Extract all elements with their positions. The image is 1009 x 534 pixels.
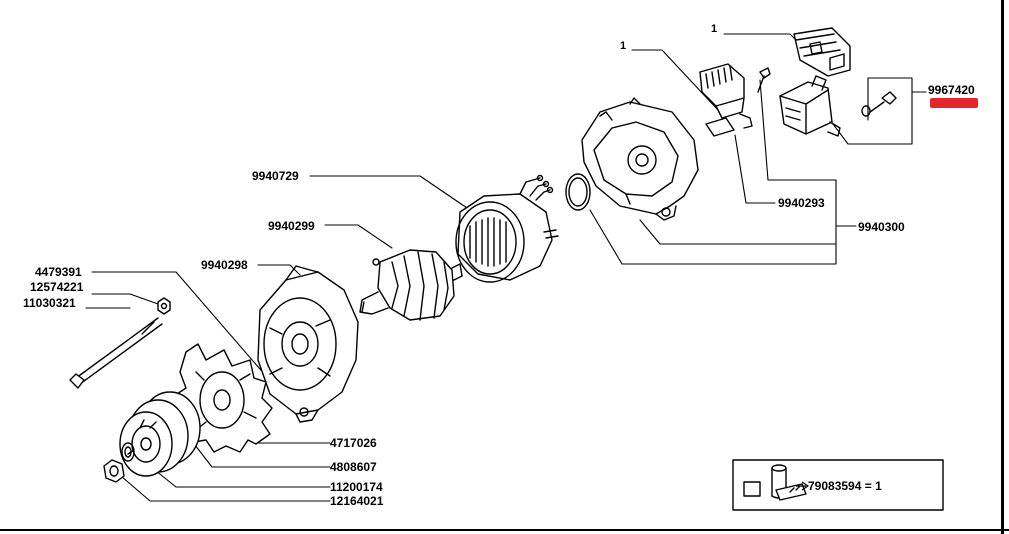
brush-holder-regulator — [699, 63, 753, 137]
nut-small — [157, 297, 171, 315]
through-bolt — [69, 317, 163, 389]
rear-housing — [581, 97, 699, 221]
label-11030321[interactable]: 11030321 — [23, 296, 76, 310]
label-9940729[interactable]: 9940729 — [252, 169, 299, 183]
pulley — [119, 391, 201, 477]
leader-lines — [85, 33, 927, 502]
brush-kit-label[interactable]: 79083594 = 1 — [808, 479, 882, 493]
label-9940298[interactable]: 9940298 — [201, 258, 248, 272]
regulator-block — [779, 75, 841, 137]
label-4479391[interactable]: 4479391 — [35, 265, 82, 279]
front-housing — [257, 265, 359, 423]
right-frame-border — [1001, 0, 1004, 534]
label-9940293[interactable]: 9940293 — [778, 196, 825, 210]
label-1-top[interactable]: 1 — [711, 23, 718, 35]
label-9940300[interactable]: 9940300 — [858, 220, 905, 234]
bottom-frame-border — [0, 529, 1009, 531]
brush-kit-box — [732, 459, 944, 511]
label-12574221[interactable]: 12574221 — [30, 280, 84, 294]
regulator-screw — [757, 67, 771, 93]
label-12164021[interactable]: 12164021 — [330, 494, 384, 508]
label-1-mid[interactable]: 1 — [620, 40, 627, 52]
rotor — [359, 249, 463, 321]
seal-ring — [565, 173, 591, 211]
pulley-nut — [103, 459, 125, 483]
label-4717026[interactable]: 4717026 — [330, 436, 377, 450]
label-4808607[interactable]: 4808607 — [330, 460, 377, 474]
label-9940299[interactable]: 9940299 — [268, 219, 315, 233]
voltage-regulator-top — [793, 27, 851, 77]
spacer-ring — [121, 442, 135, 462]
bolt-and-washer — [861, 91, 897, 117]
label-11200174[interactable]: 11200174 — [330, 480, 383, 494]
part-highlight-bar — [930, 98, 978, 108]
stator — [455, 174, 559, 283]
label-9967420[interactable]: 9967420 — [928, 83, 975, 97]
